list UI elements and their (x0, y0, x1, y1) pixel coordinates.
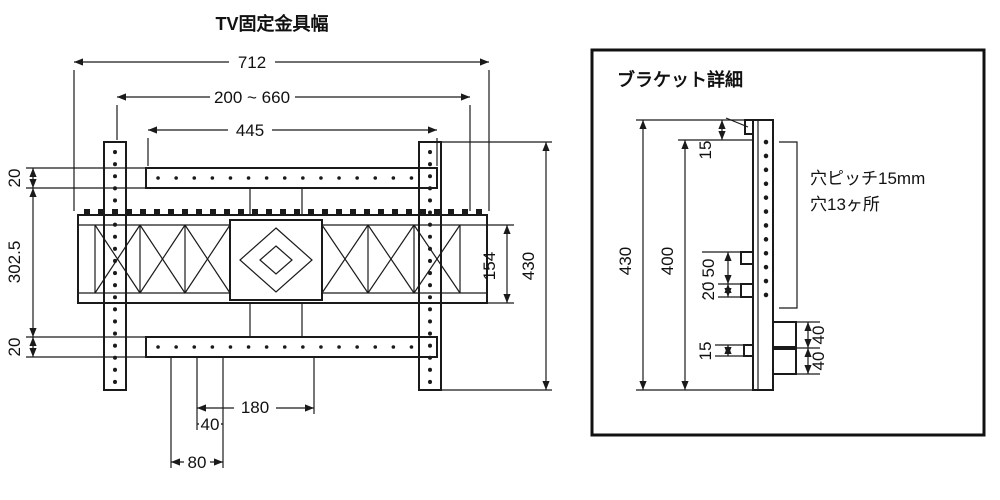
bracket-profile (740, 119, 797, 391)
dim-label-50: 50 (699, 259, 718, 278)
right-wall-rail (418, 141, 442, 391)
dim-label-430-main: 430 (519, 252, 538, 280)
dim-left-column: 20 302.5 20 (5, 167, 146, 358)
hole-count-label: 穴13ヶ所 (810, 195, 880, 214)
detail-view: ブラケット詳細 430 400 (590, 48, 986, 437)
dim-label-40: 40 (201, 415, 220, 434)
dim-label-20-detail: 20 (699, 282, 718, 301)
dim-detail-400: 400 (658, 139, 753, 390)
top-tv-bracket-bar (145, 167, 438, 189)
dim-label-302-5: 302.5 (5, 241, 24, 284)
dim-detail-40-40: 40 40 (796, 321, 828, 375)
hole-pitch-note: 穴ピッチ15mm 穴13ヶ所 (779, 141, 925, 309)
dim-label-40-top: 40 (809, 326, 828, 345)
bottom-tv-bracket-bar (145, 336, 438, 358)
dim-detail-15-top: 15 (696, 117, 749, 160)
leader-line (725, 117, 749, 128)
dim-rail-span: 200 ~ 660 (116, 88, 471, 211)
dim-detail-430: 430 (616, 119, 753, 391)
dim-label-400: 400 (658, 247, 677, 275)
dim-label-712: 712 (238, 53, 266, 72)
dim-label-445: 445 (236, 121, 264, 140)
dim-top-plate-width: 445 (147, 121, 438, 166)
main-view-title: TV固定金具幅 (215, 13, 328, 34)
dim-label-154: 154 (480, 252, 499, 280)
pivot-diamond-inner (259, 245, 293, 275)
spacer-block-bottom (772, 348, 797, 375)
dim-label-80: 80 (188, 453, 207, 472)
lower-tab (740, 283, 754, 298)
detail-box-border (590, 48, 986, 437)
dim-overall-width: 712 (73, 53, 490, 211)
dim-bottom-group: 180 40 80 (170, 357, 315, 472)
dim-detail-50-20: 50 20 (699, 251, 741, 301)
dim-rail-height: 430 (441, 141, 552, 391)
dim-label-15-top: 15 (696, 141, 715, 160)
dim-label-180: 180 (241, 398, 269, 417)
hole-range-bracket (779, 141, 798, 309)
dim-detail-15-bottom: 15 (696, 341, 744, 361)
detail-view-title: ブラケット詳細 (617, 69, 743, 90)
hole-pitch-label: 穴ピッチ15mm (810, 169, 925, 188)
dim-arm-height: 154 (480, 224, 514, 304)
left-wall-rail (103, 141, 127, 391)
pivot-diamond (239, 227, 313, 293)
dim-label-40-bottom: 40 (809, 352, 828, 371)
main-view: TV固定金具幅 (5, 13, 552, 472)
spacer-block-top (772, 321, 797, 348)
dim-label-200-660: 200 ~ 660 (214, 88, 290, 107)
upper-tab (740, 251, 754, 265)
dim-label-20-top: 20 (5, 169, 24, 188)
dim-label-20-bottom: 20 (5, 338, 24, 357)
center-pivot-block (229, 219, 323, 301)
top-hook (744, 119, 754, 135)
dim-label-430-detail: 430 (616, 247, 635, 275)
dim-label-15-bottom: 15 (696, 342, 715, 361)
extension-arm-assembly (77, 188, 488, 337)
bottom-hook (743, 344, 754, 357)
